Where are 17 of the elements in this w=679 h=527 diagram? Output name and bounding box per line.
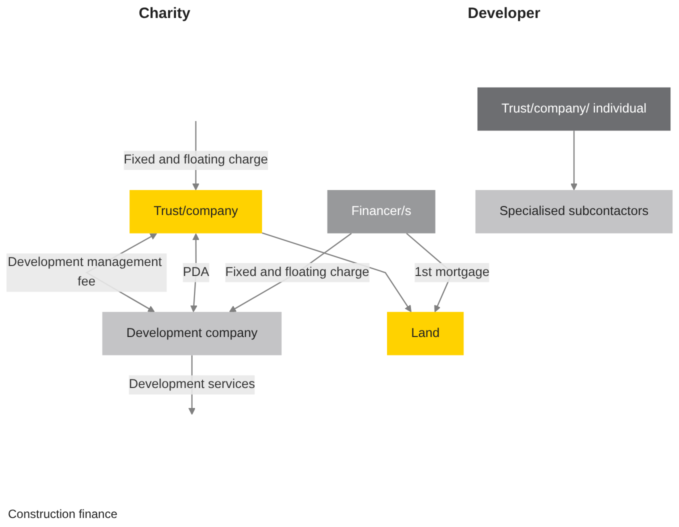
node-box: Trust/company xyxy=(130,190,262,234)
edge-label: 1st mortgage xyxy=(414,265,490,280)
edge-label: Fixed and floating charge xyxy=(225,265,370,280)
arrow xyxy=(570,130,578,190)
column-heading: Developer xyxy=(468,4,540,22)
edge-label: Fixed and floating charge xyxy=(124,153,268,167)
edge-label: Development services xyxy=(128,378,256,392)
node-box: Trust/company/ individual xyxy=(477,87,671,131)
node-box: Financer/s xyxy=(327,190,436,234)
node-box: Development company xyxy=(102,312,282,356)
node-box: Land xyxy=(387,312,464,356)
note: Construction finance xyxy=(8,507,118,521)
edge-label: Development management fee xyxy=(8,256,162,289)
column-heading: Charity xyxy=(138,4,190,22)
edge-label: PDA xyxy=(182,265,210,280)
arrow xyxy=(262,232,412,312)
node-box: Specialised subcontactors xyxy=(475,190,673,234)
